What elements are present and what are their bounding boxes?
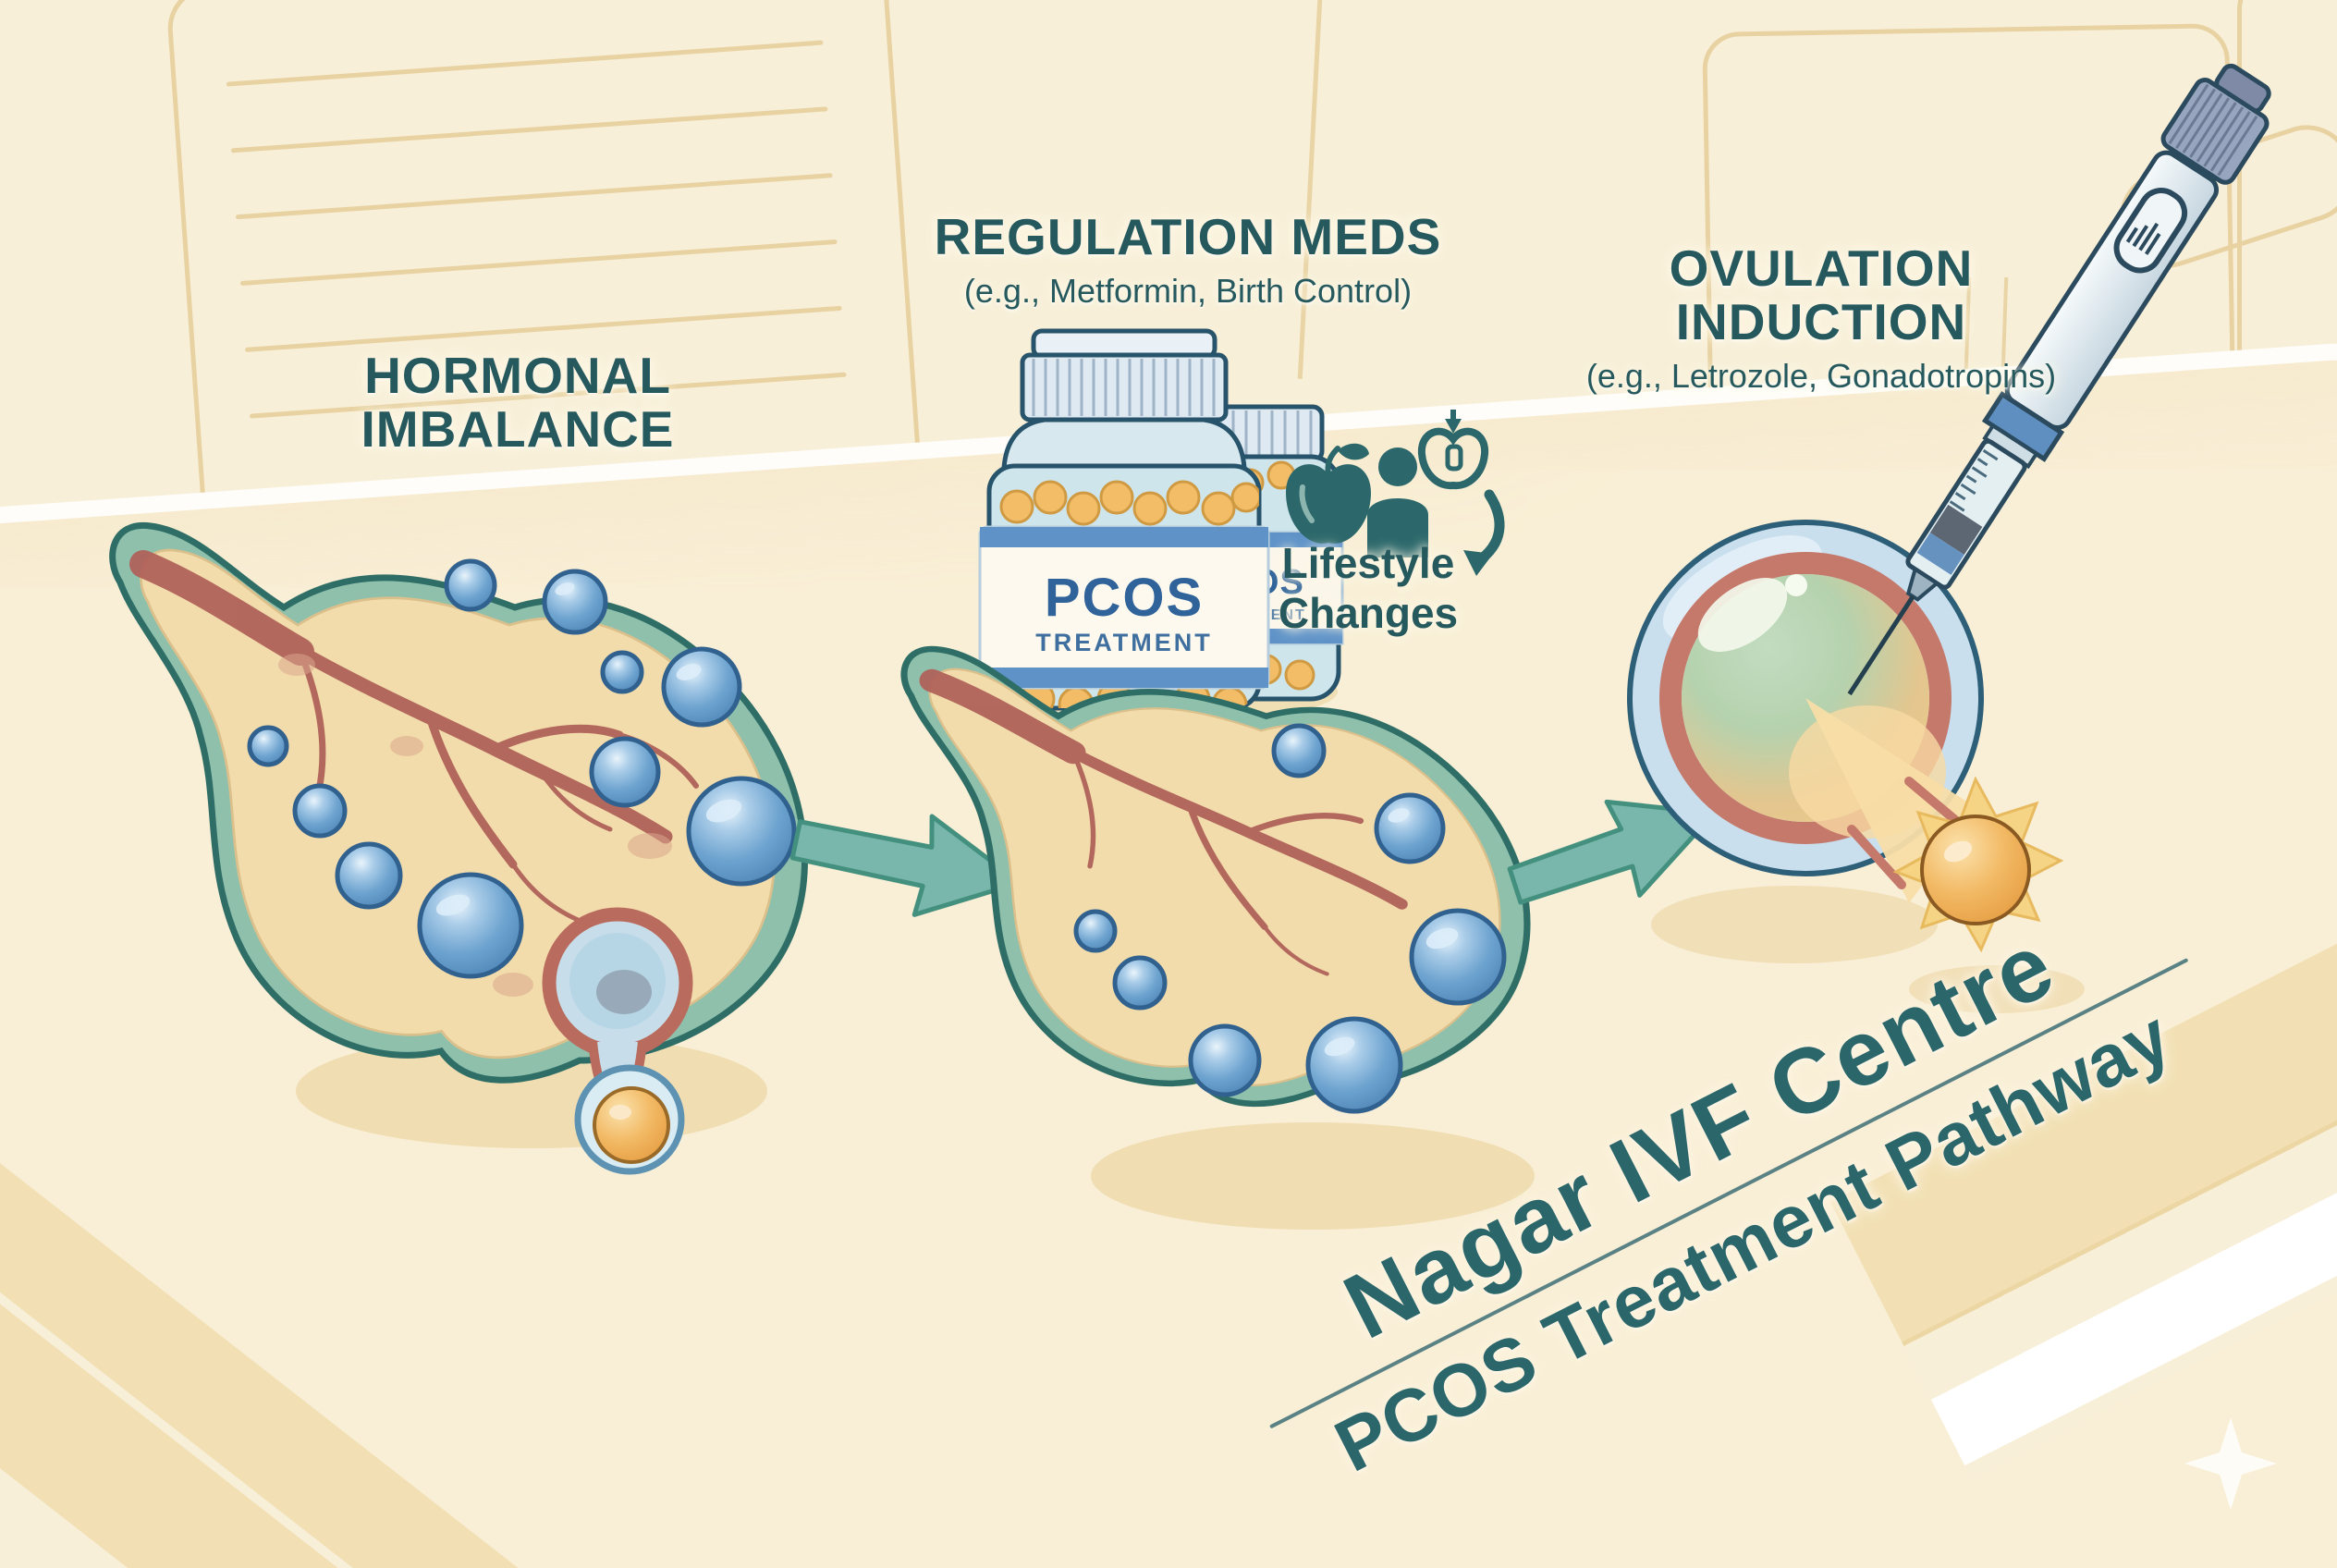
follicle-red-ring [1659, 552, 1952, 844]
injection-pen-illustration [1847, 63, 2271, 696]
curved-arrow-icon [1463, 489, 1505, 576]
bottle-cap [1020, 352, 1229, 423]
lifestyle-label-line1: Lifestyle [1281, 539, 1455, 587]
blood-vessels [129, 550, 699, 925]
tissue-spots [278, 654, 672, 997]
stage-label-hormonal-imbalance: HORMONAL IMBALANCE [231, 349, 804, 457]
bottle-label: PCOS TREATMENT [978, 525, 1270, 690]
follicle-illustration [1627, 520, 2064, 953]
pen-barrel [1905, 438, 2027, 590]
pen-needle [1847, 594, 1915, 696]
needle-hub [1905, 566, 1940, 602]
cyst-highlights [1324, 808, 1459, 1057]
arrow-up-right-icon [1507, 799, 1717, 905]
ovary-2-illustration [900, 645, 1531, 1114]
stage-title: OVULATION INDUCTION [1669, 239, 1974, 350]
blood-vessels [919, 668, 1408, 976]
stage-subtitle: (e.g., Metformin, Birth Control) [963, 271, 1413, 310]
lifestyle-label-line2: Changes [1278, 589, 1459, 638]
ovary-1-illustration [109, 521, 808, 1175]
pill-bottles-illustration: PCOS TREATMENT [978, 328, 1344, 711]
lifestyle-icons [1286, 410, 1505, 576]
ovulation-follicle [542, 907, 693, 1175]
lifestyle-changes-label: Lifestyle Changes [1253, 538, 1484, 639]
egg [593, 1086, 670, 1164]
dose-window [2113, 188, 2188, 274]
stage-label-ovulation-induction: OVULATION INDUCTION (e.g., Letrozole, Go… [1535, 239, 2108, 396]
stage-subtitle: (e.g., Letrozole, Gonadotropins) [1585, 356, 2057, 395]
stage-title: HORMONAL IMBALANCE [361, 347, 675, 458]
arrow-right-icon [789, 814, 1022, 917]
pen-plunger [1929, 504, 1983, 556]
apple-icon [1286, 443, 1371, 544]
apple-outline-icon [1417, 410, 1489, 490]
pill-bottle-large: PCOS TREATMENT [978, 328, 1270, 711]
pen-cap [2160, 78, 2270, 185]
bottle-label-subtitle: TREATMENT [1035, 629, 1212, 656]
stage-label-regulation-meds: REGULATION MEDS (e.g., Metformin, Birth … [911, 208, 1465, 311]
stage-title: REGULATION MEDS [934, 208, 1442, 265]
bottle-label-title: PCOS [1045, 568, 1204, 628]
cyst-highlights [435, 582, 742, 916]
released-egg [1920, 815, 2031, 925]
person-icon [1367, 447, 1428, 557]
